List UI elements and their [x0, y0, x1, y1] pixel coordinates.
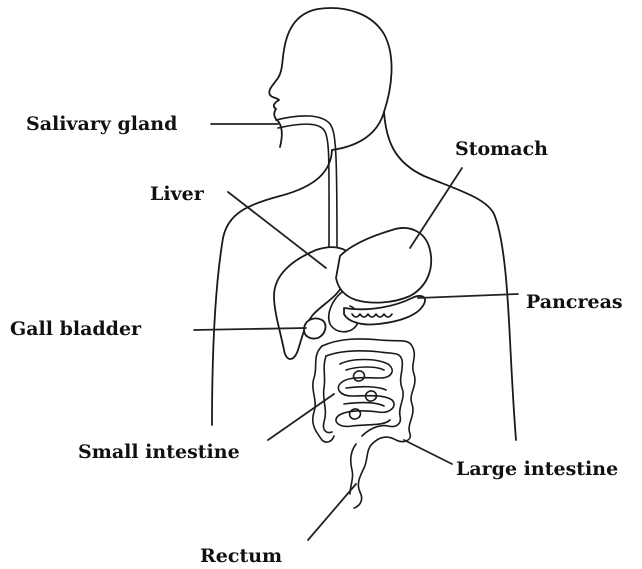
liver-leader	[228, 192, 326, 268]
salivary-gland-label: Salivary gland	[26, 113, 177, 135]
small-intestine-leader	[268, 394, 334, 440]
gall-bladder-organ	[304, 318, 325, 338]
pancreas-label: Pancreas	[526, 291, 623, 313]
rectum-label: Rectum	[200, 545, 282, 567]
small-intestine-organ	[336, 360, 394, 427]
stomach-organ	[336, 228, 431, 303]
large-intestine-leader	[404, 440, 452, 464]
large-intestine-label: Large intestine	[456, 458, 618, 480]
pancreas-leader	[418, 294, 518, 298]
rectum-leader	[308, 484, 356, 540]
stomach-label: Stomach	[455, 138, 548, 160]
liver-label: Liver	[150, 183, 205, 205]
oesophagus	[276, 116, 337, 250]
gall-bladder-label: Gall bladder	[10, 318, 142, 340]
rectum-organ	[350, 444, 364, 508]
head-profile-outline	[269, 8, 391, 150]
small-intestine-label: Small intestine	[78, 441, 240, 463]
ascending-colon-inner	[323, 356, 332, 433]
